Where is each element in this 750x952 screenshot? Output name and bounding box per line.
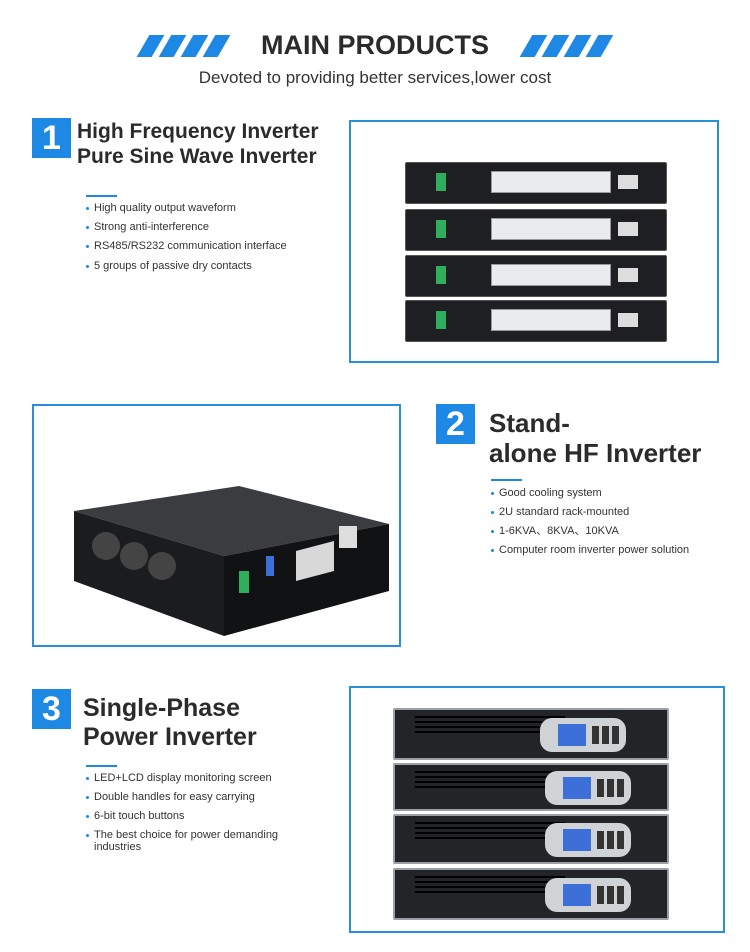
feature-item: High quality output waveform bbox=[86, 202, 287, 215]
product-number-badge: 2 bbox=[436, 404, 475, 444]
product-image-frame bbox=[349, 120, 719, 363]
product-number-badge: 1 bbox=[32, 118, 71, 158]
feature-item: 6-bit touch buttons bbox=[86, 810, 296, 823]
product-title-line: Pure Sine Wave Inverter bbox=[77, 144, 317, 168]
page-subtitle: Devoted to providing better services,low… bbox=[198, 68, 552, 87]
product-title-line: Power Inverter bbox=[83, 723, 257, 752]
product-title-line: High Frequency Inverter bbox=[77, 120, 319, 143]
product-title-line: alone HF Inverter bbox=[489, 438, 702, 469]
product-number-badge: 3 bbox=[32, 689, 71, 729]
page-title: MAIN PRODUCTS bbox=[261, 30, 489, 60]
feature-list: High quality output waveform Strong anti… bbox=[86, 202, 287, 273]
feature-item: Strong anti-interference bbox=[86, 221, 287, 234]
feature-item: Double handles for easy carrying bbox=[86, 791, 296, 804]
title-underline bbox=[86, 195, 117, 197]
product-title: High Frequency Inverter Pure Sine Wave I… bbox=[77, 120, 319, 169]
feature-list: LED+LCD display monitoring screen Double… bbox=[86, 772, 296, 853]
product-image-frame bbox=[32, 404, 401, 647]
feature-item: RS485/RS232 communication interface bbox=[86, 240, 287, 253]
title-underline bbox=[86, 765, 117, 767]
product-image-frame bbox=[349, 686, 725, 933]
product-image-standalone-inverter bbox=[74, 486, 389, 636]
product-title-line: Single-Phase bbox=[83, 694, 240, 722]
product-title: Single-Phase Power Inverter bbox=[83, 694, 257, 753]
feature-item: 2U standard rack-mounted bbox=[491, 506, 689, 519]
feature-item: 1-6KVA、8KVA、10KVA bbox=[491, 525, 689, 538]
feature-item: Good cooling system bbox=[491, 487, 689, 500]
feature-list: Good cooling system 2U standard rack-mou… bbox=[491, 487, 689, 557]
product-title: Stand- alone HF Inverter bbox=[489, 408, 701, 469]
feature-item: 5 groups of passive dry contacts bbox=[86, 260, 287, 273]
feature-item: Computer room inverter power solution bbox=[491, 544, 689, 557]
product-title-line: Stand- bbox=[489, 408, 570, 438]
feature-item: LED+LCD display monitoring screen bbox=[86, 772, 296, 785]
title-underline bbox=[491, 479, 522, 481]
feature-item: The best choice for power demanding indu… bbox=[86, 829, 296, 853]
